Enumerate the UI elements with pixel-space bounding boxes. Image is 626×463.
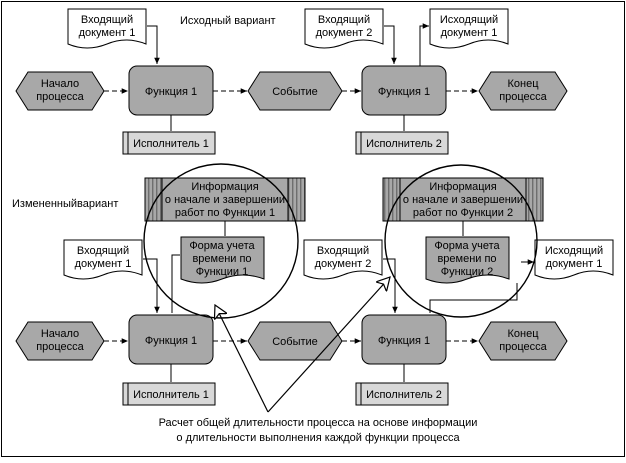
top-output-doc: Исходящий документ 1 <box>429 8 509 49</box>
top-start-line2: процесса <box>36 91 84 103</box>
top-input-doc-1: Входящий документ 1 <box>67 8 147 49</box>
top-input-doc-2: Входящий документ 2 <box>304 8 384 49</box>
form-1-line2: времени по <box>192 253 251 265</box>
original-variant-label: Исходный вариант <box>180 15 276 27</box>
footer-caption-line1: Расчет общей длительности процесса на ос… <box>159 417 478 429</box>
info-1-line3: работ по Функции 1 <box>175 207 275 219</box>
form-1-line3: Функции 1 <box>196 266 249 278</box>
bottom-executor-1-label: Исполнитель 1 <box>133 389 209 401</box>
form-2-line1: Форма учета <box>434 240 500 252</box>
bottom-start-line2: процесса <box>36 341 84 353</box>
top-start-process: Начало процесса <box>15 71 105 111</box>
bottom-input-doc-2-line2: документ 2 <box>315 258 372 270</box>
connector <box>171 254 180 313</box>
top-event: Событие <box>247 71 343 111</box>
bottom-end-line1: Конец <box>507 328 539 340</box>
bottom-input-doc-1-line2: документ 1 <box>75 258 132 270</box>
bottom-info-1: Информация о начале и завершении работ п… <box>144 177 306 222</box>
connector <box>384 25 397 64</box>
bottom-start-process: Начало процесса <box>15 321 105 361</box>
pointer-arrow-1 <box>215 305 269 413</box>
bottom-input-doc-2-line1: Входящий <box>317 245 369 257</box>
bottom-end-line2: процесса <box>499 341 547 353</box>
bottom-start-line1: Начало <box>41 328 79 340</box>
top-executor-2: Исполнитель 2 <box>355 131 449 155</box>
top-event-label: Событие <box>272 86 318 98</box>
info-1-line1: Информация <box>191 181 258 193</box>
top-function-1: Функция 1 <box>128 65 214 116</box>
info-2-line3: работ по Функции 2 <box>413 207 513 219</box>
top-end-line1: Конец <box>507 78 539 90</box>
top-function-1-label: Функция 1 <box>145 86 197 98</box>
top-start-line1: Начало <box>41 78 79 90</box>
top-input-doc-2-line1: Входящий <box>318 14 370 26</box>
changed-variant-label: Измененныйвариант <box>12 198 118 210</box>
bottom-executor-2: Исполнитель 2 <box>355 382 449 406</box>
footer-caption-line2: о длительности выполнения каждой функции… <box>176 432 460 444</box>
top-function-2-label: Функция 1 <box>378 86 430 98</box>
connector <box>143 258 160 313</box>
bottom-input-doc-2: Входящий документ 2 <box>303 239 383 280</box>
top-end-process: Конец процесса <box>478 71 568 111</box>
bottom-executor-2-label: Исполнитель 2 <box>366 389 442 401</box>
bottom-event-label: Событие <box>272 336 318 348</box>
top-input-doc-2-line2: документ 2 <box>316 27 373 39</box>
info-2-line2: о начале и завершении <box>403 194 523 206</box>
form-2-line2: времени по <box>437 253 496 265</box>
top-input-doc-1-line2: документ 1 <box>79 27 136 39</box>
bottom-form-1: Форма учета времени по Функции 1 <box>180 236 265 284</box>
info-2-line1: Информация <box>429 181 496 193</box>
top-output-doc-line1: Исходящий <box>440 14 498 26</box>
bottom-function-2-label: Функция 1 <box>378 335 430 347</box>
bottom-end-process: Конец процесса <box>478 321 568 361</box>
bottom-function-2: Функция 1 <box>361 314 447 365</box>
bottom-executor-1: Исполнитель 1 <box>122 382 216 406</box>
highlight-circle-2 <box>384 164 538 318</box>
connector <box>419 23 429 66</box>
connector <box>147 25 160 64</box>
bottom-info-2: Информация о начале и завершении работ п… <box>382 177 544 222</box>
bottom-function-1-label: Функция 1 <box>145 335 197 347</box>
info-1-line2: о начале и завершении <box>165 194 285 206</box>
top-input-doc-1-line1: Входящий <box>81 14 133 26</box>
bottom-input-doc-1-line1: Входящий <box>77 245 129 257</box>
bottom-function-1: Функция 1 <box>128 314 214 365</box>
bottom-output-doc-line2: документ 1 <box>546 258 603 270</box>
form-2-line3: Функции 2 <box>441 266 494 278</box>
bottom-output-doc-line1: Исходящий <box>545 245 603 257</box>
bottom-event: Событие <box>247 321 343 361</box>
form-1-line1: Форма учета <box>189 240 255 252</box>
top-executor-1: Исполнитель 1 <box>122 131 216 155</box>
top-executor-1-label: Исполнитель 1 <box>133 138 209 150</box>
bottom-form-2: Форма учета времени по Функции 2 <box>425 236 510 284</box>
pointer-arrow-2 <box>267 277 390 413</box>
bottom-output-doc: Исходящий документ 1 <box>534 239 614 280</box>
top-executor-2-label: Исполнитель 2 <box>366 138 442 150</box>
top-output-doc-line2: документ 1 <box>441 27 498 39</box>
top-end-line2: процесса <box>499 91 547 103</box>
bottom-input-doc-1: Входящий документ 1 <box>63 239 143 280</box>
top-function-2: Функция 1 <box>361 65 447 116</box>
